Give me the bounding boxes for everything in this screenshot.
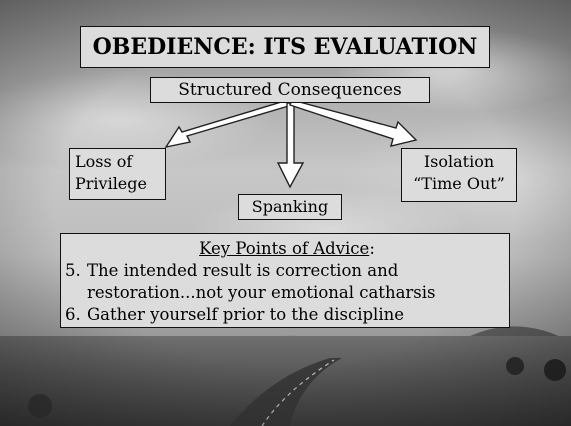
- advice-item-6-text: Gather yourself prior to the discipline: [87, 305, 405, 324]
- isolation-box: Isolation “Time Out”: [401, 148, 517, 202]
- advice-item-5-line-1: The intended result is correction and: [87, 261, 399, 280]
- advice-item-6-number: 6.: [65, 305, 81, 324]
- advice-item-5-text: The intended result is correction and re…: [87, 260, 436, 304]
- advice-heading: Key Points of Advice:: [65, 238, 509, 260]
- advice-heading-text: Key Points of Advice: [199, 239, 370, 258]
- advice-box: Key Points of Advice: 5. The intended re…: [60, 233, 510, 328]
- spanking-box: Spanking: [238, 194, 342, 220]
- loss-line-1: Loss of: [75, 152, 133, 171]
- loss-of-privilege-box: Loss of Privilege: [69, 148, 166, 200]
- advice-item-5-number: 5.: [65, 261, 81, 280]
- isolation-line-1: Isolation: [423, 152, 495, 171]
- isolation-line-2: “Time Out”: [413, 174, 505, 193]
- loss-line-2: Privilege: [75, 174, 147, 193]
- structured-consequences-box: Structured Consequences: [150, 77, 430, 103]
- slide-title: OBEDIENCE: ITS EVALUATION: [80, 26, 490, 68]
- advice-heading-colon: :: [369, 239, 375, 258]
- advice-item-6: 6. Gather yourself prior to the discipli…: [65, 304, 509, 326]
- advice-item-5-line-2: restoration...not your emotional cathars…: [87, 283, 436, 302]
- road: [28, 357, 566, 426]
- advice-item-5: 5. The intended result is correction and…: [65, 260, 509, 304]
